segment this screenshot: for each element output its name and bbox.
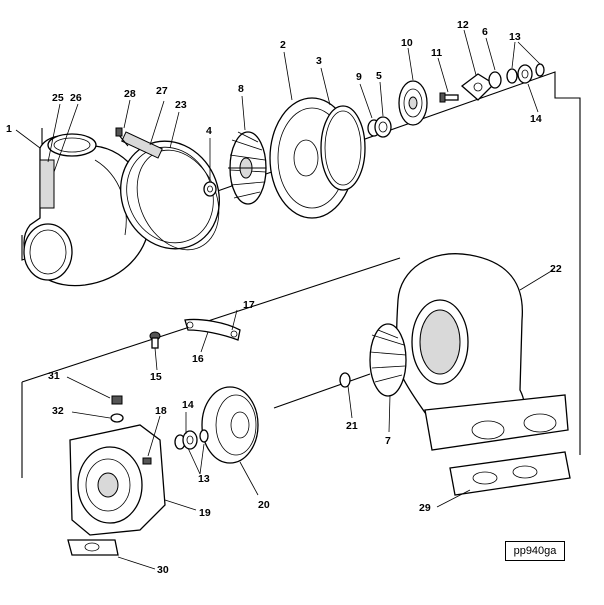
bearing-lower (174, 429, 209, 450)
callout-17: 17 (243, 299, 255, 311)
callout-27: 27 (156, 85, 168, 97)
callout-20: 20 (258, 499, 270, 511)
bracket (184, 318, 241, 341)
center-housing (69, 424, 166, 536)
callout-29: 29 (419, 502, 431, 514)
callout-labels: 1 2 3 4 5 6 7 8 9 10 11 12 13 14 15 16 1… (6, 19, 562, 576)
callout-22: 22 (550, 263, 562, 275)
callout-21: 21 (346, 420, 358, 432)
callout-7: 7 (385, 435, 391, 447)
callout-6: 6 (482, 26, 488, 38)
callout-13: 13 (509, 31, 521, 43)
thrust-screw (439, 92, 459, 103)
callout-16: 16 (192, 353, 204, 365)
compressor-housing (23, 133, 151, 287)
turbine-housing (396, 253, 569, 451)
callout-31: 31 (48, 370, 60, 382)
seal-insert (398, 80, 428, 126)
leader-lines (15, 29, 554, 570)
bearing-upper (488, 63, 545, 89)
callout-19: 19 (199, 507, 211, 519)
callout-5: 5 (376, 70, 382, 82)
bolt (149, 331, 161, 349)
figure-code-label: pp940ga (505, 541, 565, 561)
callout-11: 11 (431, 47, 442, 59)
callout-14-lower: 14 (182, 399, 194, 411)
compressor-wheel (228, 131, 267, 205)
seal-plate (201, 386, 259, 464)
callout-25: 25 (52, 92, 64, 104)
callout-3: 3 (316, 55, 322, 67)
oil-gasket (67, 539, 119, 556)
callout-8: 8 (238, 83, 244, 95)
callout-9: 9 (356, 71, 362, 83)
callout-13-lower: 13 (198, 473, 210, 485)
turbine-wheel-shaft (273, 323, 407, 409)
callout-15: 15 (150, 371, 162, 383)
v-band-clamp (115, 127, 220, 251)
callout-30: 30 (157, 564, 169, 576)
callout-32: 32 (52, 405, 64, 417)
thrust-collar (374, 116, 392, 138)
seal-ring (320, 105, 366, 191)
turbine-gasket (449, 451, 571, 496)
oil-fitting (110, 395, 124, 423)
callout-26: 26 (70, 92, 82, 104)
callout-2: 2 (280, 39, 286, 51)
callout-18: 18 (155, 405, 167, 417)
compressor-nut (203, 181, 217, 197)
callout-14: 14 (530, 113, 542, 125)
callout-10: 10 (401, 37, 413, 49)
callout-12: 12 (457, 19, 469, 31)
callout-1: 1 (6, 123, 12, 135)
callout-28: 28 (124, 88, 136, 100)
callout-4: 4 (206, 125, 212, 137)
callout-23: 23 (175, 99, 187, 111)
